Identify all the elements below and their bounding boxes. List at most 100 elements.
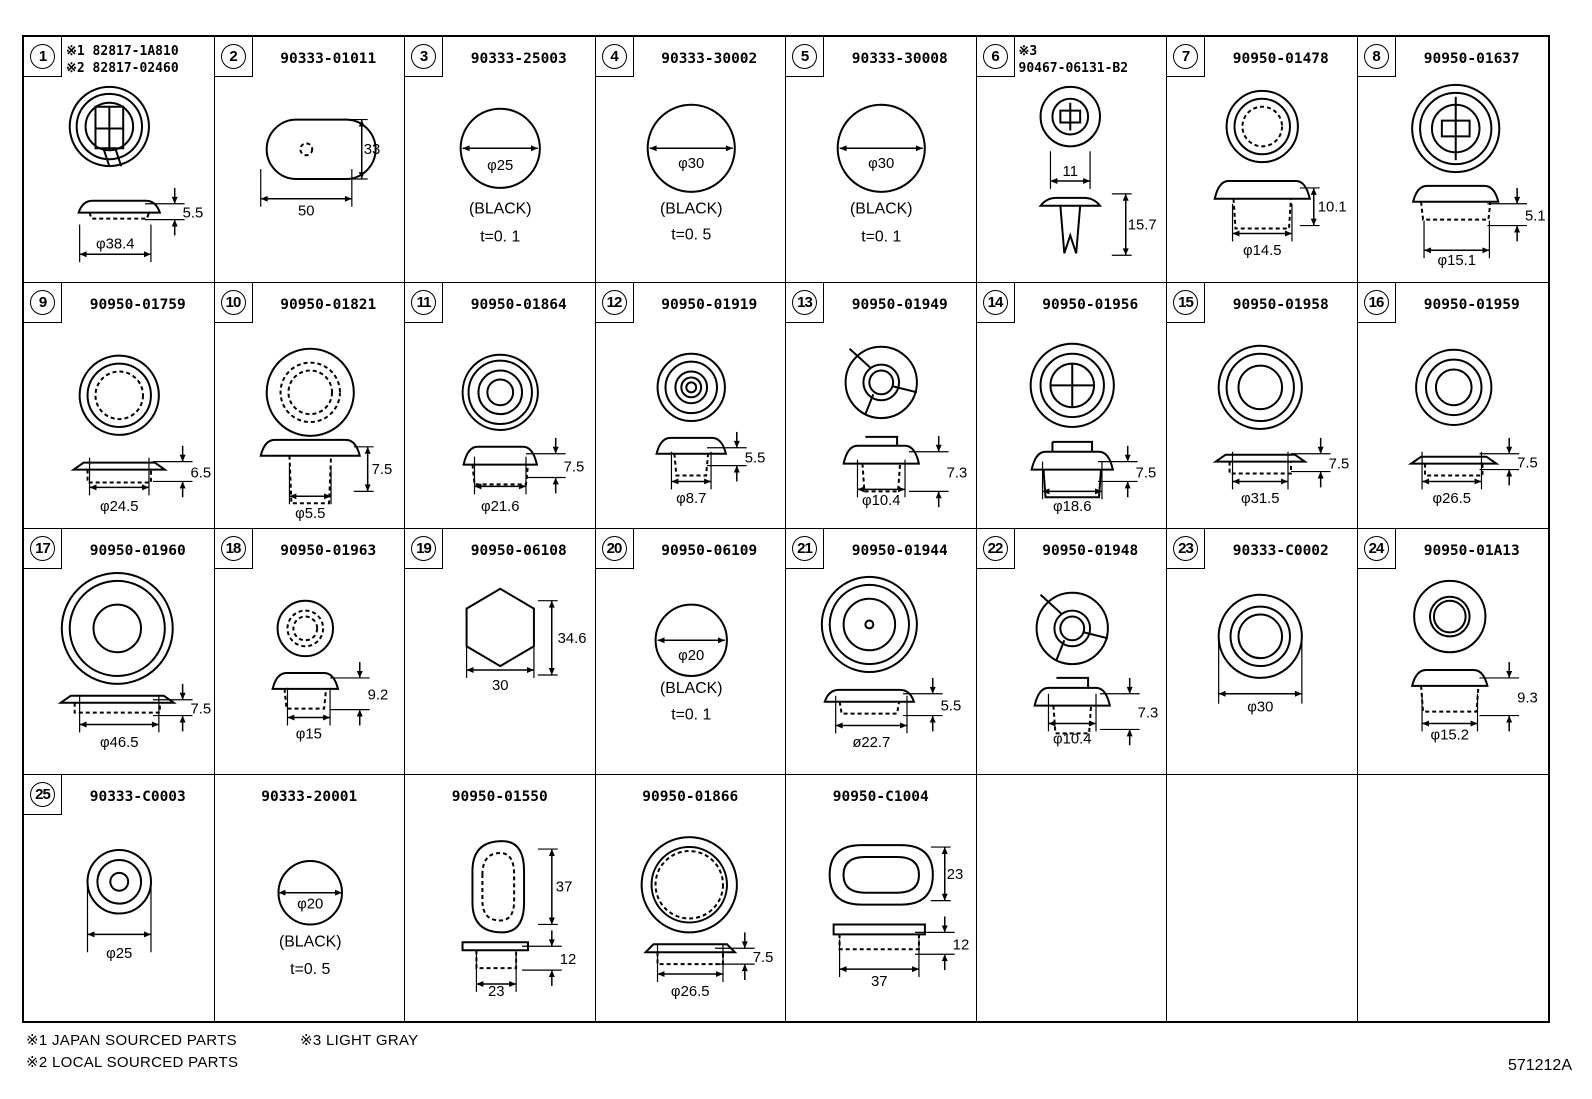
item-number: 6 [982,44,1008,69]
arrowhead [1505,715,1512,723]
item-number-box: 8 [1357,37,1396,77]
outline-path [1412,670,1487,686]
dimension-label: t=0. 1 [861,228,901,245]
item-number: 5 [792,44,817,69]
outline-path [90,213,149,219]
arrowhead [1505,469,1512,477]
part-number: 90950-C1004 [786,789,976,805]
empty-cell [977,775,1167,1021]
dimension-label: 7.5 [1135,465,1156,481]
dimension-label: 7.5 [1329,457,1350,473]
arrowhead [1124,454,1131,462]
item-number-box: 10 [214,283,253,323]
arrowhead [1122,193,1129,256]
dimension-label: φ8.7 [676,491,706,507]
drawing-group: φ30(BLACK)t=0. 5 [647,105,734,243]
dimension-label: 5.5 [744,451,765,467]
part-number-line: 90950-01821 [280,297,377,313]
outline-path [1216,455,1305,462]
part-number: 90950-01478 [1205,51,1357,67]
dimension-label: 12 [560,952,577,968]
outline-path [1060,206,1080,254]
item-number: 15 [1173,290,1198,315]
dimension-label: φ15.2 [1430,727,1469,743]
outline-path [74,463,165,470]
arrowhead [1124,481,1131,489]
part-number-line: 90950-01944 [851,543,948,559]
arrowhead [941,925,948,933]
item-number-box: 9 [24,283,62,323]
dimension-label: φ30 [1247,700,1273,716]
part-number-line: 90950-01864 [470,297,567,313]
arrowhead [1513,196,1520,204]
part-number: 90950-01919 [634,297,786,313]
outline-path [1034,688,1109,706]
dimension-label: 34.6 [558,631,587,647]
part-number-line: 90950-01959 [1423,297,1520,313]
item-number-box: 14 [976,283,1015,323]
item-number: 3 [411,44,436,69]
arrowhead [1423,247,1489,254]
arrowhead [1126,729,1133,737]
part-number: 90950-01949 [824,297,976,313]
item-number: 19 [411,536,436,561]
outline-circle [655,851,722,918]
outline-circle [1040,87,1099,146]
outline-circle [487,379,513,405]
outline-path [844,857,919,893]
outline-circle [300,143,312,155]
outline-path [865,437,897,446]
outline-circle [1433,601,1465,633]
outline-path [482,853,514,920]
arrowhead [87,931,151,938]
dimension-label: 7.5 [564,460,585,476]
arrowhead [552,446,559,454]
part-number-line: 90950-01759 [89,297,186,313]
item-number: 18 [220,536,246,561]
item-number: 22 [982,536,1008,561]
part-drawing: φ30(BLACK)t=0. 1 [786,77,976,245]
item-number-box: 24 [1357,529,1396,569]
dimension-label: 7.3 [1137,706,1158,722]
dimension-label: 5.5 [941,699,962,715]
dimension-label: φ25 [106,946,132,962]
part-drawing: φ30(BLACK)t=0. 5 [596,77,786,243]
part-number-line: 90950-01550 [451,789,548,805]
item-number-box: 18 [214,529,253,569]
arrowhead [179,715,186,723]
outline-path [476,950,516,968]
dimension-line [1084,632,1108,638]
outline-circle [463,355,538,430]
outline-path [840,934,919,949]
outline-circle [266,349,353,436]
dimension-label: 11 [1062,164,1077,180]
item-number: 24 [1363,536,1389,561]
dimension-label: φ38.4 [96,236,135,252]
drawing-group: φ25 [87,850,150,962]
outline-path [260,440,359,456]
dimension-label: 7.3 [947,465,968,481]
part-number-line: 90950-01960 [89,543,186,559]
outline-path [844,446,919,464]
drawing-group: φ30 [1219,595,1302,716]
item-number: 7 [1173,44,1198,69]
arrowhead [1232,478,1288,485]
arrowhead [741,941,748,949]
outline-path [464,447,537,465]
dimension-label: φ21.6 [481,499,520,515]
